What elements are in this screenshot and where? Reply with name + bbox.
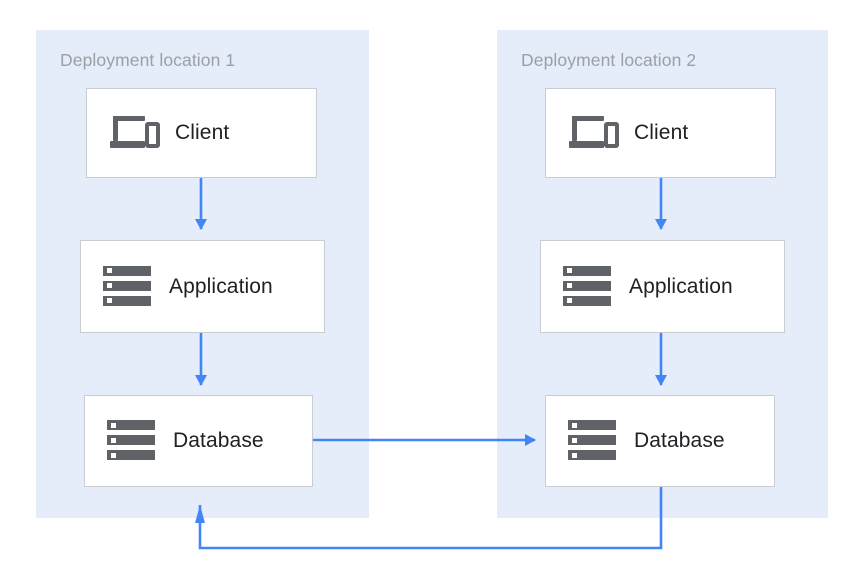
node-client-1[interactable]: Client bbox=[86, 88, 317, 178]
server-icon bbox=[103, 264, 155, 310]
node-application-2-label: Application bbox=[629, 274, 733, 298]
server-icon bbox=[563, 264, 615, 310]
devices-icon bbox=[568, 110, 620, 156]
node-database-1[interactable]: Database bbox=[84, 395, 313, 487]
node-application-1[interactable]: Application bbox=[80, 240, 325, 333]
server-icon bbox=[568, 418, 620, 464]
node-client-2[interactable]: Client bbox=[545, 88, 776, 178]
node-client-1-label: Client bbox=[175, 121, 230, 144]
node-client-2-label: Client bbox=[634, 121, 689, 144]
node-database-2-label: Database bbox=[634, 429, 725, 452]
server-icon bbox=[107, 418, 159, 464]
node-database-2[interactable]: Database bbox=[545, 395, 775, 487]
deployment-zone-1-title: Deployment location 1 bbox=[60, 50, 236, 70]
deployment-zone-2-title: Deployment location 2 bbox=[521, 50, 697, 70]
devices-icon bbox=[109, 110, 161, 156]
node-application-2[interactable]: Application bbox=[540, 240, 785, 333]
node-database-1-label: Database bbox=[173, 429, 264, 452]
node-application-1-label: Application bbox=[169, 274, 273, 298]
